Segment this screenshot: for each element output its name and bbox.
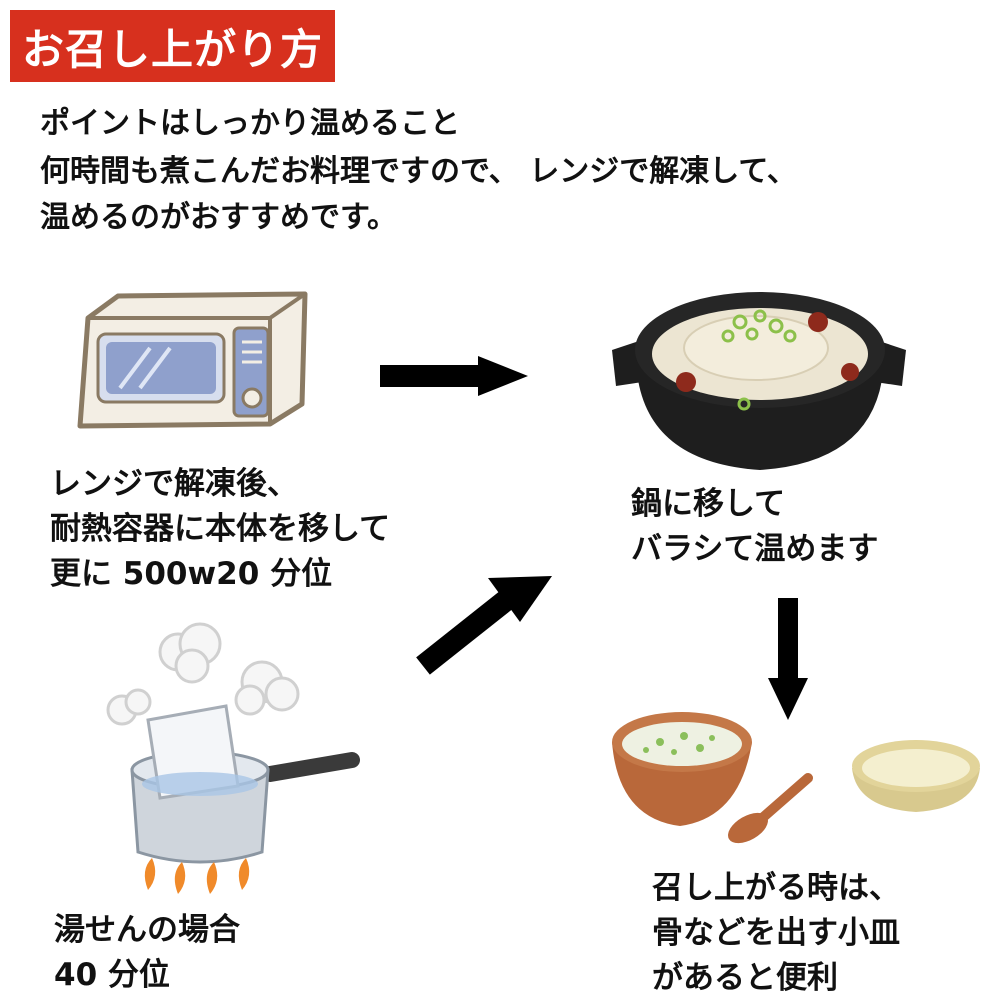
step-boiling-line-1: 湯せんの場合 xyxy=(54,908,240,953)
step-boiling-line-2: 40 分位 xyxy=(54,953,240,998)
saucepan-boiling-illustration xyxy=(108,624,352,894)
step-pot-line-1: 鍋に移して xyxy=(631,482,878,527)
step-serving-text: 召し上がる時は、 骨などを出す小皿 があると便利 xyxy=(652,866,900,1001)
arrow-right-icon xyxy=(380,356,528,396)
step-boiling-text: 湯せんの場合 40 分位 xyxy=(54,908,240,998)
rice-bowl-illustration xyxy=(612,712,752,826)
step-serving-line-2: 骨などを出す小皿 xyxy=(652,911,900,956)
step-pot-text: 鍋に移して バラシて温めます xyxy=(631,482,878,572)
clay-pot-samgyetang-illustration xyxy=(612,292,906,470)
arrow-up-right-icon xyxy=(423,576,552,666)
step-microwave-line-1: レンジで解凍後、 xyxy=(50,462,390,507)
step-microwave-line-2: 耐熱容器に本体を移して xyxy=(50,507,390,552)
step-microwave-line-3: 更に 500w20 分位 xyxy=(50,552,390,597)
step-microwave-text: レンジで解凍後、 耐熱容器に本体を移して 更に 500w20 分位 xyxy=(50,462,390,597)
small-dish-illustration xyxy=(852,740,980,812)
step-serving-line-3: があると便利 xyxy=(652,956,900,1001)
step-pot-line-2: バラシて温めます xyxy=(631,527,878,572)
arrow-down-icon xyxy=(768,598,808,720)
microwave-illustration xyxy=(80,294,305,426)
step-serving-line-1: 召し上がる時は、 xyxy=(652,866,900,911)
